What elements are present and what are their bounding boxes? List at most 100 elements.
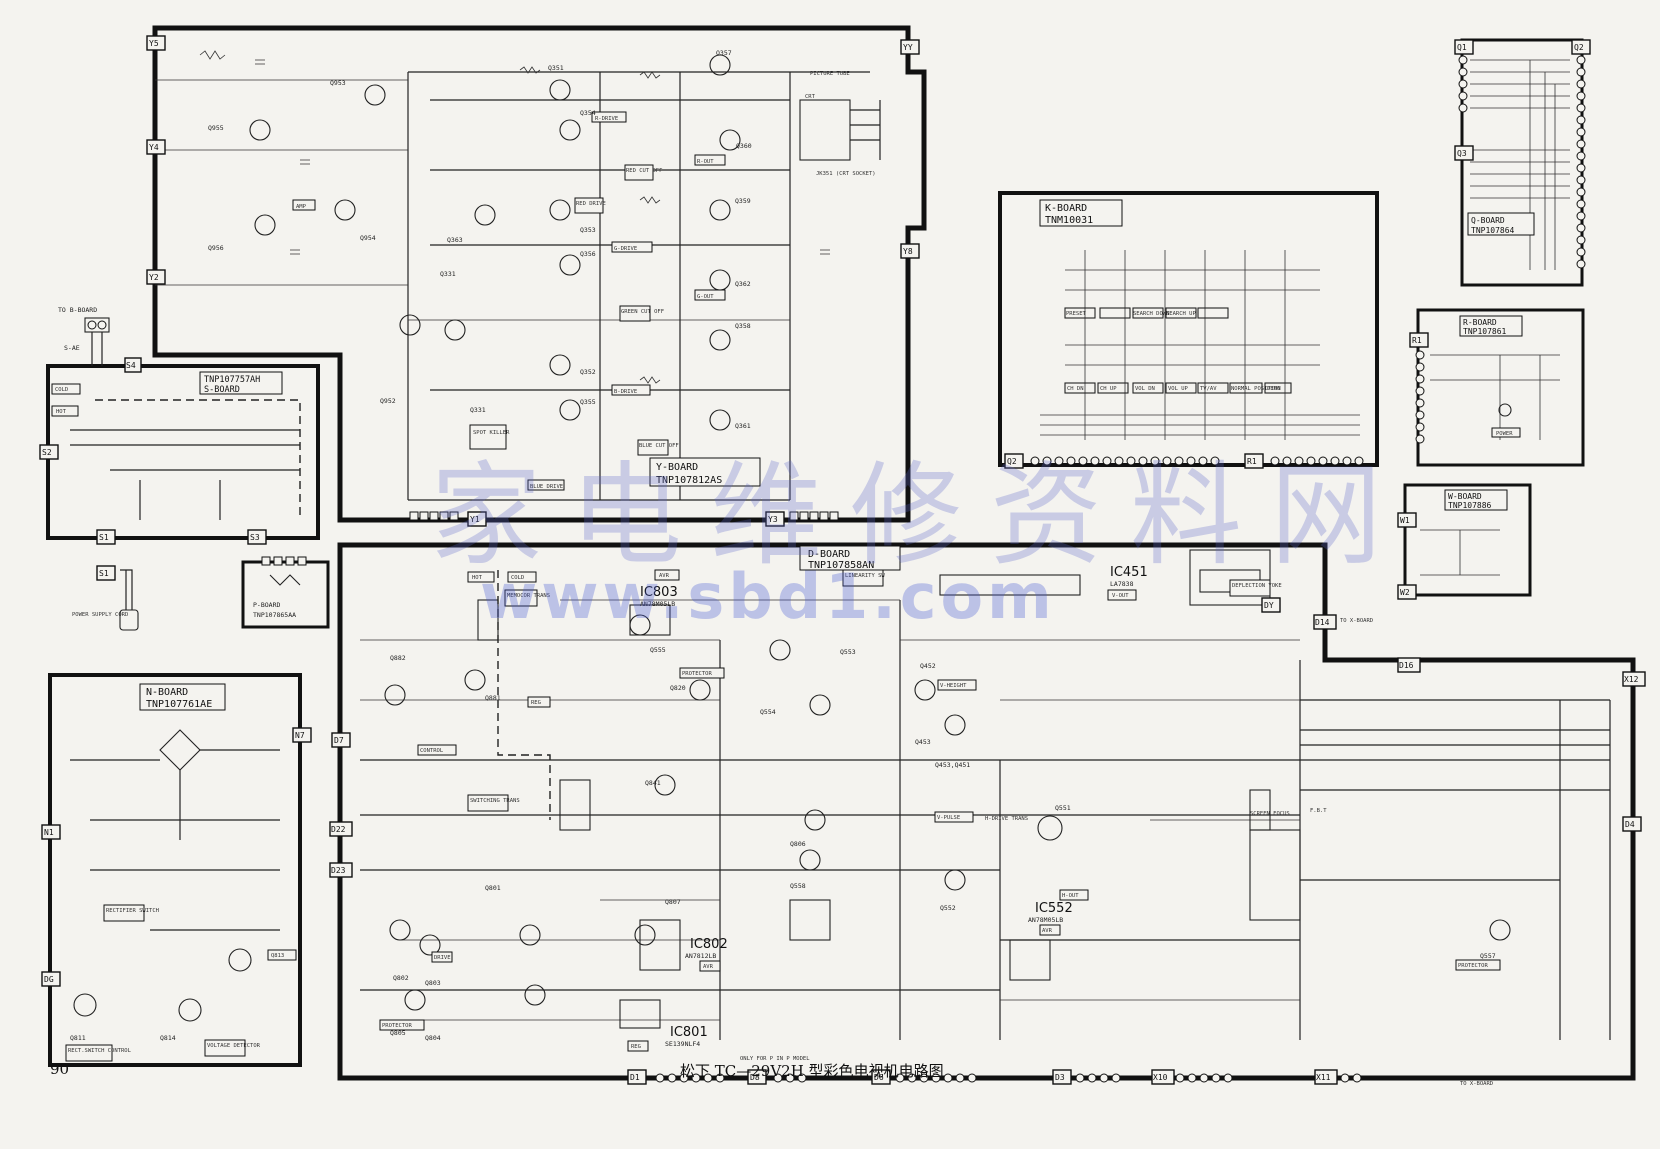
d-board-part: TNP107858AN — [808, 560, 874, 571]
conn-d6: D6 — [874, 1073, 884, 1082]
conn-s1: S1 — [99, 533, 109, 542]
red-drive-label: RED DRIVE — [576, 201, 606, 207]
conn-d23: D23 — [331, 866, 346, 875]
reg-label: REG — [531, 700, 541, 706]
q358-label: Q358 — [735, 322, 751, 330]
q355-label: Q355 — [580, 398, 596, 406]
d-board: IC803 AN78M05LB IC451 LA7838 V-OUT IC552… — [329, 542, 1646, 1087]
s-ae-label: S-AE — [64, 344, 80, 352]
picture-tube-label: PICTURE TUBE — [810, 71, 850, 77]
h-drive-trans-label: H-DRIVE TRANS — [985, 816, 1028, 822]
d-board-title: D-BOARD — [808, 549, 850, 560]
conn-q2: Q2 — [1574, 43, 1584, 52]
conn-y1: Y1 — [470, 515, 480, 524]
rectifier-switch-label: RECTIFIER SWITCH — [106, 908, 159, 914]
q362-label: Q362 — [735, 280, 751, 288]
ic802-note: AVR — [703, 964, 714, 970]
s-board-part: S-BOARD — [204, 385, 240, 395]
protector-label-2: PROTECTOR — [382, 1023, 412, 1029]
green-cutoff-label: GREEN CUT OFF — [621, 309, 664, 315]
d-cold-label: COLD — [511, 575, 524, 581]
ic803-part: AN78M05LB — [640, 600, 675, 608]
q558-label: Q558 — [790, 882, 806, 890]
w-board-title: W-BOARD — [1448, 492, 1482, 501]
conn-w1: W1 — [1400, 516, 1410, 525]
q807-label: Q807 — [665, 898, 681, 906]
r-board: R-BOARD TNP107861 R1 POWER — [1409, 308, 1585, 467]
v-height-label: V-HEIGHT — [940, 683, 967, 689]
ic801-name: IC801 — [670, 1025, 708, 1040]
q555-label: Q555 — [650, 646, 666, 654]
q557-label: Q557 — [1480, 952, 1496, 960]
hot-label: HOT — [56, 409, 67, 415]
conn-d16: D16 — [1399, 661, 1414, 670]
watermark-chinese: 家电维修资料网 — [430, 451, 1410, 581]
q881-label: Q881 — [485, 694, 501, 702]
q813-label: Q813 — [271, 953, 284, 959]
drive-label: DRIVE — [434, 955, 451, 961]
q357-label: Q357 — [716, 49, 732, 57]
conn-d14: D14 — [1315, 618, 1330, 627]
k-board-title: K-BOARD — [1045, 203, 1087, 214]
deflection-yoke-label: DEFLECTION YOKE — [1232, 583, 1282, 589]
ic802-part: AN7812LB — [685, 952, 716, 960]
conn-r1: R1 — [1412, 336, 1422, 345]
power-cord: S1 POWER SUPPLY CORD — [72, 565, 139, 631]
conn-y2: Y2 — [149, 273, 159, 282]
p-board-title: P-BOARD — [253, 601, 280, 609]
ic451-name: IC451 — [1110, 565, 1148, 580]
power-led-label: POWER — [1496, 431, 1513, 437]
conn-n7: N7 — [295, 731, 305, 740]
search-up-key: SEARCH UP — [1166, 311, 1196, 317]
conn-n1: N1 — [44, 828, 54, 837]
demo-key: DEMO — [1267, 386, 1280, 392]
d-hot-label: HOT — [472, 575, 483, 581]
page-number: 90 — [50, 1060, 70, 1078]
q331b-label: Q331 — [470, 406, 486, 414]
pinp-note: ONLY FOR P IN P MODEL — [740, 1056, 810, 1062]
conn-r1-k: R1 — [1247, 457, 1257, 466]
rect-switch-control-label: RECT.SWITCH CONTROL — [68, 1048, 132, 1054]
conn-yy: YY — [903, 43, 913, 52]
conn-dg: DG — [44, 975, 54, 984]
q820-label: Q820 — [670, 684, 686, 692]
protector-label-3: PROTECTOR — [1458, 963, 1488, 969]
n-board-title: N-BOARD — [146, 687, 188, 698]
ic801-note: REG — [631, 1044, 641, 1050]
protector-label: PROTECTOR — [682, 671, 712, 677]
conn-s1b: S1 — [99, 569, 109, 578]
n-board: N-BOARD TNP107761AE RECTIFIER SWITCH VOL… — [41, 673, 312, 1067]
g-out-label: G-OUT — [697, 294, 714, 300]
conn-y3: Y3 — [768, 515, 778, 524]
y-board-title: Y-BOARD — [656, 462, 698, 473]
q804-label: Q804 — [425, 1034, 441, 1042]
blue-cutoff-label: BLUE CUT OFF — [639, 443, 679, 449]
q356-label: Q356 — [580, 250, 596, 258]
fbt-label: F.B.T — [1310, 808, 1327, 814]
r-board-title: R-BOARD — [1463, 318, 1497, 327]
q359-label: Q359 — [735, 197, 751, 205]
n-board-part: TNP107761AE — [146, 699, 212, 710]
conn-y5: Y5 — [149, 39, 159, 48]
spot-killer-label: SPOT KILLER — [473, 430, 510, 436]
control-label: CONTROL — [420, 748, 444, 754]
conn-q3: Q3 — [1457, 149, 1467, 158]
q352-label: Q352 — [580, 368, 596, 376]
b-drive-label: B-DRIVE — [614, 389, 637, 395]
h-out-label: H-OUT — [1062, 893, 1079, 899]
r-out-label: R-OUT — [697, 159, 714, 165]
to-b-board-label: TO B-BOARD — [58, 306, 97, 314]
s-board-title: TNP107757AH — [204, 375, 260, 385]
q814-label: Q814 — [160, 1034, 176, 1042]
conn-x10: X10 — [1153, 1073, 1168, 1082]
conn-x11: X11 — [1316, 1073, 1331, 1082]
ic802-name: IC802 — [690, 937, 728, 952]
q-board-part: TNP107864 — [1471, 226, 1515, 235]
to-x-board-label-2: TO X-BOARD — [1460, 1081, 1493, 1087]
power-cord-label: POWER SUPPLY CORD — [72, 612, 128, 618]
conn-s4: S4 — [126, 361, 136, 370]
q841-label: Q841 — [645, 779, 661, 787]
q952-label: Q952 — [380, 397, 396, 405]
r-board-part: TNP107861 — [1463, 327, 1507, 336]
q552-label: Q552 — [940, 904, 956, 912]
